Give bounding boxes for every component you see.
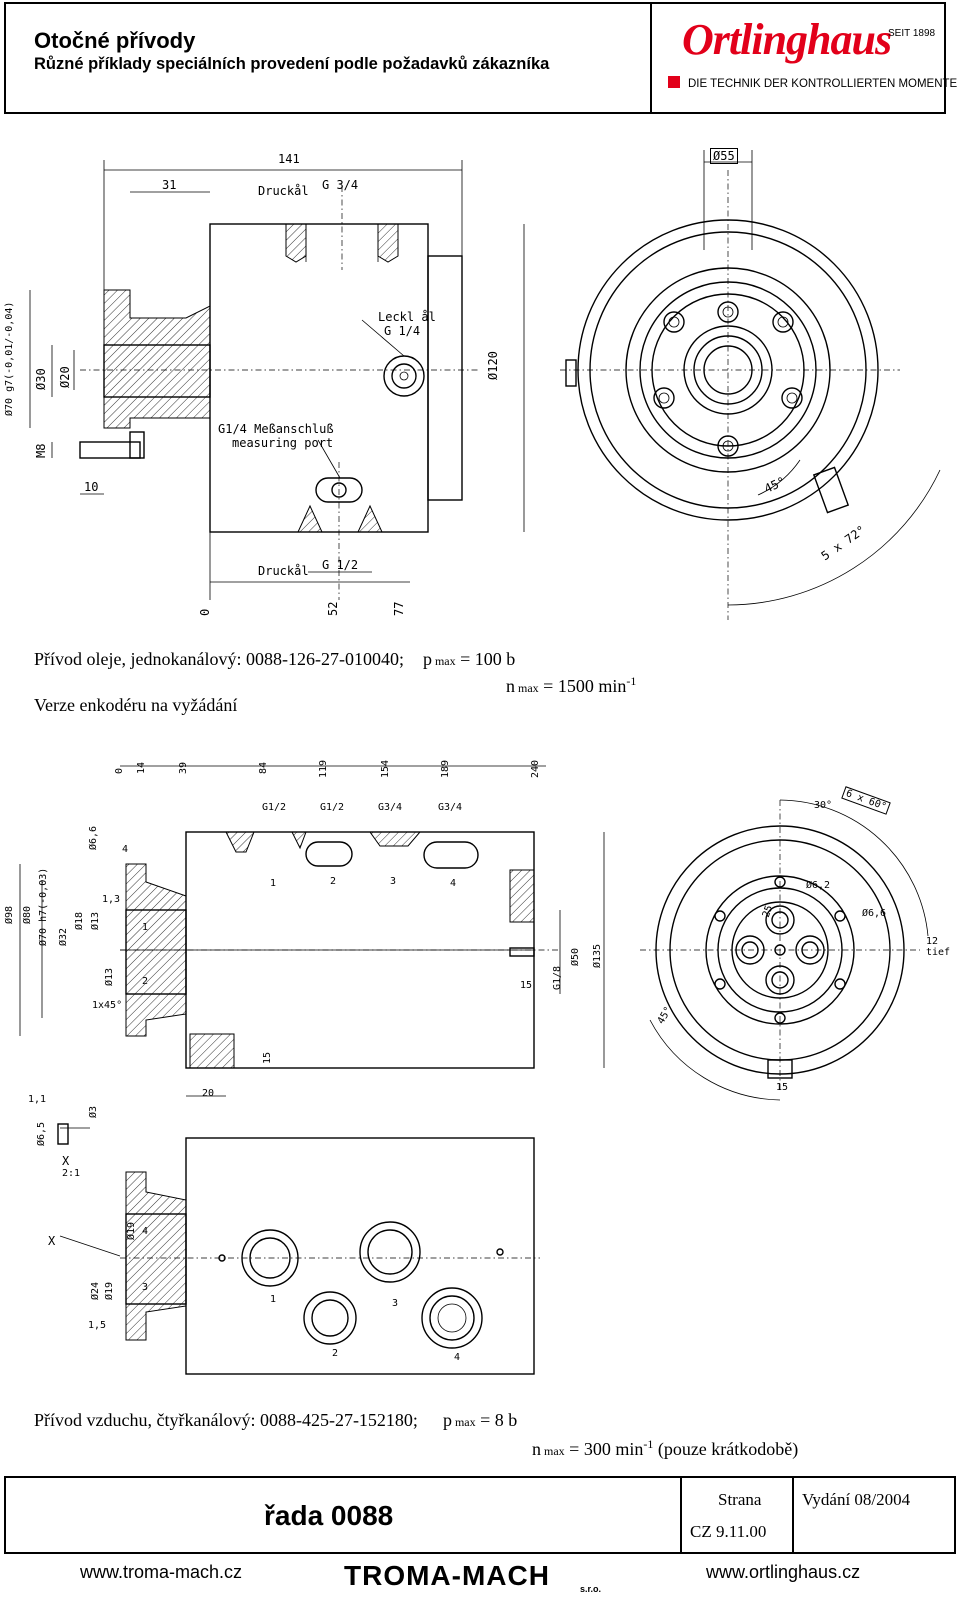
port-label-4: G3/4 — [438, 802, 463, 813]
header-divider — [650, 2, 652, 114]
air-union-line1: Přívod vzduchu, čtyřkanálový: 0088-425-2… — [34, 1408, 517, 1434]
drawing1-labels: 141 31 Druckål G 3/4 Ø55 Leckl ål G 1/4 … — [0, 0, 960, 620]
oil-p-sub: max — [434, 654, 456, 668]
air-union-text: Přívod vzduchu, čtyřkanálový: 0088-425-2… — [34, 1408, 798, 1459]
port-label-3: G3/4 — [378, 802, 403, 813]
air-n-sub: max — [544, 1444, 565, 1458]
dim-d19b: Ø19 — [104, 1281, 115, 1300]
dim-31: 31 — [162, 178, 177, 192]
detail-x-callout: X — [48, 1234, 56, 1248]
channel-1: 1 — [142, 922, 149, 933]
dim-d66b: Ø6,6 — [862, 908, 887, 919]
air-n-value: = 300 min — [569, 1439, 644, 1459]
page-subtitle: Různé příklady speciálních provedení pod… — [34, 55, 550, 73]
dim-15b: 15 — [520, 980, 533, 991]
dim-d65: Ø6,5 — [36, 1121, 47, 1146]
drawing3-labels: 1,1 Ø3 Ø6,5 X 2:1 X Ø19 Ø24 Ø19 1,5 4 3 … — [28, 1094, 461, 1363]
port-label-1: G1/2 — [262, 802, 287, 813]
footer-divider-1 — [680, 1476, 682, 1554]
footer-divider-2 — [792, 1476, 794, 1554]
brand-since: SEIT 1898 — [888, 28, 936, 39]
label-g34: G 3/4 — [322, 178, 359, 192]
label-12-tief: 12 tief — [926, 936, 951, 958]
ortlinghaus-logo: Ortlinghaus SEIT 1898 DIE TECHNIK DER KO… — [660, 10, 957, 110]
dim-4: 4 — [122, 844, 129, 855]
oil-n-symbol: n — [506, 676, 515, 696]
chamfer-1x45: 1x45° — [92, 1000, 123, 1011]
label-measuring-de: G1/4 Meßanschluß — [218, 422, 334, 436]
header-box — [4, 2, 946, 114]
troma-mach-logo: TROMA-MACH s.r.o. — [344, 1560, 614, 1594]
dim-15: 1,5 — [88, 1320, 107, 1331]
oil-union-line1: Přívod oleje, jednokanálový: 0088-126-27… — [34, 648, 515, 672]
link-troma-mach[interactable]: www.troma-mach.cz — [80, 1562, 243, 1582]
port-3: 3 — [392, 1298, 399, 1309]
drawing2-labels: 0 14 39 84 119 154 189 240 G1/2 G1/2 G3/… — [4, 760, 951, 1099]
port-num-2: 2 — [330, 876, 337, 887]
air-n-note: (pouze krátkodobě) — [657, 1439, 799, 1459]
oil-n-value: = 1500 min — [543, 676, 627, 696]
oil-union-part-number: Přívod oleje, jednokanálový: 0088-126-27… — [34, 649, 404, 669]
label-g14: G 1/4 — [384, 324, 421, 338]
label-druckol-top: Druckål — [258, 184, 309, 198]
dim-20: 20 — [202, 1088, 215, 1099]
issue-date: Vydání 08/2004 — [802, 1490, 911, 1509]
link-ortlinghaus[interactable]: www.ortlinghaus.cz — [706, 1562, 861, 1582]
troma-mach-logo-sub: s.r.o. — [580, 1584, 602, 1594]
dim-15c: 15 — [776, 1082, 789, 1093]
air-union-part-number: Přívod vzduchu, čtyřkanálový: 0088-425-2… — [34, 1410, 418, 1430]
strana-value: CZ 9.11.00 — [690, 1522, 767, 1541]
dim-d24: Ø24 — [90, 1281, 101, 1300]
air-n-exp: -1 — [643, 1437, 654, 1451]
dim-d3: Ø3 — [88, 1105, 99, 1118]
dim-10: 10 — [84, 480, 99, 494]
channel-2: 2 — [142, 976, 149, 987]
brand-name: Ortlinghaus — [682, 15, 892, 64]
oil-p-symbol: p — [422, 649, 432, 669]
troma-mach-logo-text: TROMA-MACH — [344, 1560, 550, 1591]
oil-p-value: = 100 b — [460, 649, 516, 669]
port-num-3: 3 — [390, 876, 397, 887]
port-label-2: G1/2 — [320, 802, 345, 813]
port-4: 4 — [454, 1352, 461, 1363]
angle-30: 30° — [814, 800, 833, 811]
series-label: řada 0088 — [264, 1500, 394, 1531]
port-2: 2 — [332, 1348, 339, 1359]
port-1: 1 — [270, 1294, 277, 1305]
oil-n-sub: max — [518, 681, 539, 695]
oil-union-line-n: n max = 1500 min-1 — [506, 670, 636, 699]
label-g12: G 1/2 — [322, 558, 359, 572]
label-measuring-en: measuring port — [232, 436, 334, 450]
air-union-line-n: n max = 300 min-1 (pouze krátkodobě) — [532, 1432, 798, 1463]
oil-union-text: Přívod oleje, jednokanálový: 0088-126-27… — [34, 648, 636, 716]
brand-tagline: DIE TECHNIK DER KONTROLLIERTEN MOMENTE — [688, 78, 958, 90]
detail-scale: 2:1 — [62, 1168, 81, 1179]
label-druckol-bottom: Druckål — [258, 564, 309, 578]
port-num-1: 1 — [270, 878, 277, 889]
page-title: Otočné přívody — [34, 28, 196, 53]
air-p-symbol: p — [442, 1410, 452, 1430]
dim-d62: Ø6,2 — [806, 880, 831, 891]
footer-box — [4, 1476, 956, 1554]
label-leckol: Leckl ål — [378, 310, 436, 324]
oil-n-exp: -1 — [626, 674, 637, 688]
detail-x: X — [62, 1154, 70, 1168]
air-p-sub: max — [454, 1415, 476, 1429]
channel-3: 3 — [142, 1282, 149, 1293]
strana-label: Strana — [718, 1490, 762, 1509]
brand-red-square — [668, 76, 680, 88]
dim-141: 141 — [278, 152, 300, 166]
channel-4: 4 — [142, 1226, 149, 1237]
air-n-symbol: n — [532, 1439, 541, 1459]
port-num-4: 4 — [450, 878, 457, 889]
air-p-value: = 8 b — [480, 1410, 518, 1430]
oil-union-line2: Verze enkodéru na vyžádání — [34, 695, 238, 715]
dim-11: 1,1 — [28, 1094, 47, 1105]
dim-13: 1,3 — [102, 894, 121, 905]
dim-d55: Ø55 — [710, 148, 738, 164]
dim-d19a: Ø19 — [126, 1221, 137, 1240]
